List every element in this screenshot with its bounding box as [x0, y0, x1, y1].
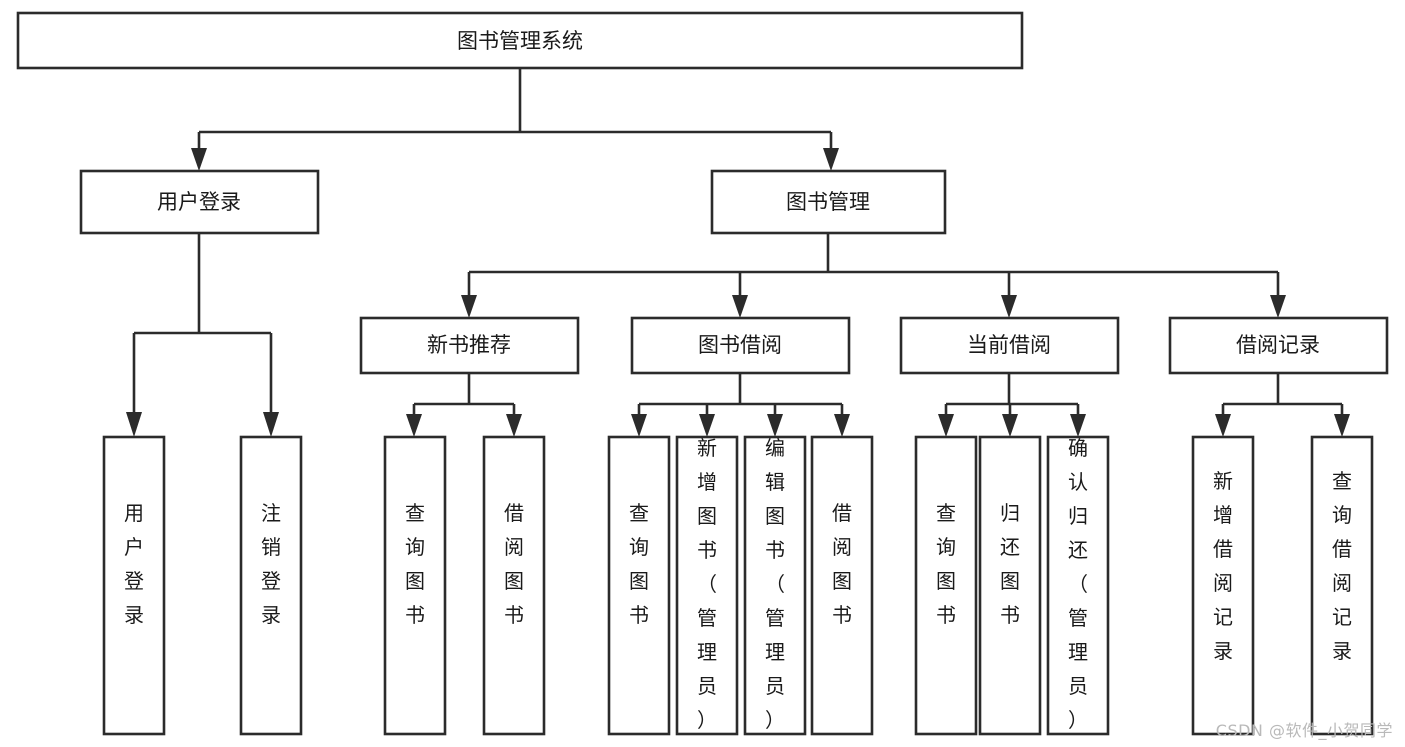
node-borrow-record-label: 借阅记录: [1236, 333, 1320, 357]
node-current-borrow-box: [899, 316, 1120, 375]
arrow-head-icon: [461, 295, 477, 318]
leaf-book-borrow-3[interactable]: 编辑图书（管理员）: [743, 435, 807, 736]
arrow-head-icon: [767, 414, 783, 437]
arrow-head-icon: [732, 295, 748, 318]
node-new-book-recommend[interactable]: 新书推荐: [359, 316, 580, 375]
leaf-book-borrow-4[interactable]: 借阅图书: [810, 435, 874, 736]
arrow-head-icon: [699, 414, 715, 437]
leaf-book-borrow-4-label: 借阅图书: [832, 501, 852, 627]
arrow-head-icon: [1334, 414, 1350, 437]
leaf-user-login-1[interactable]: 用户登录: [102, 435, 166, 736]
leaf-new-book-2[interactable]: 借阅图书: [482, 435, 546, 736]
arrow-head-icon: [506, 414, 522, 437]
arrow-head-icon: [1270, 295, 1286, 318]
leaf-new-book-2-label: 借阅图书: [504, 501, 524, 627]
arrow-head-icon: [1001, 295, 1017, 318]
arrow-head-icon: [823, 148, 839, 171]
node-new-book-recommend-box: [359, 316, 580, 375]
arrow-head-icon: [1070, 414, 1086, 437]
leaf-current-borrow-3-label: 确认归还（管理员）: [1068, 436, 1088, 732]
leaf-borrow-record-2[interactable]: 查询借阅记录: [1310, 435, 1374, 736]
arrow-head-icon: [631, 414, 647, 437]
leaf-user-login-2-label: 注销登录: [261, 501, 281, 627]
leaf-new-book-1-box: [383, 435, 447, 736]
leaf-borrow-record-1-label: 新增借阅记录: [1213, 469, 1233, 663]
leaf-borrow-record-2-box: [1310, 435, 1374, 736]
node-current-borrow-label: 当前借阅: [967, 333, 1051, 357]
leaf-user-login-2[interactable]: 注销登录: [239, 435, 303, 736]
leaf-borrow-record-1-box: [1191, 435, 1255, 736]
leaf-book-borrow-3-label: 编辑图书（管理员）: [765, 436, 785, 732]
leaf-current-borrow-3[interactable]: 确认归还（管理员）: [1046, 435, 1110, 736]
leaf-current-borrow-1-box: [914, 435, 978, 736]
connector-user-login-to-leaves: [126, 233, 279, 437]
connector-current-borrow-to-leaves: [938, 373, 1086, 437]
arrow-head-icon: [263, 412, 279, 437]
node-book-management-label: 图书管理: [786, 190, 870, 214]
leaf-new-book-2-box: [482, 435, 546, 736]
node-borrow-record[interactable]: 借阅记录: [1168, 316, 1389, 375]
node-book-borrow[interactable]: 图书借阅: [630, 316, 851, 375]
node-current-borrow[interactable]: 当前借阅: [899, 316, 1120, 375]
node-root-system-label: 图书管理系统: [457, 29, 583, 53]
connector-new-book-recommend-to-leaves: [406, 373, 522, 437]
leaf-book-borrow-1-box: [607, 435, 671, 736]
arrow-head-icon: [191, 148, 207, 171]
leaf-book-borrow-4-box: [810, 435, 874, 736]
connector-borrow-record-to-leaves: [1215, 373, 1350, 437]
leaf-new-book-1-label: 查询图书: [405, 501, 425, 627]
arrow-head-icon: [1215, 414, 1231, 437]
leaf-book-borrow-2-label: 新增图书（管理员）: [697, 436, 717, 732]
arrow-head-icon: [834, 414, 850, 437]
connector-book-borrow-to-leaves: [631, 373, 850, 437]
node-book-borrow-label: 图书借阅: [698, 333, 782, 357]
leaf-user-login-1-label: 用户登录: [124, 501, 144, 627]
arrow-head-icon: [406, 414, 422, 437]
leaf-book-borrow-3-box: [743, 435, 807, 736]
leaf-current-borrow-2-box: [978, 435, 1042, 736]
leaf-current-borrow-2[interactable]: 归还图书: [978, 435, 1042, 736]
leaf-new-book-1[interactable]: 查询图书: [383, 435, 447, 736]
arrow-head-icon: [126, 412, 142, 437]
leaf-book-borrow-2-box: [675, 435, 739, 736]
leaf-user-login-1-box: [102, 435, 166, 736]
arrow-head-icon: [1002, 414, 1018, 437]
leaf-book-borrow-1-label: 查询图书: [629, 501, 649, 627]
node-root-system[interactable]: 图书管理系统: [16, 11, 1024, 70]
node-user-login-box: [79, 169, 320, 235]
node-root-system-box: [16, 11, 1024, 70]
arrow-head-icon: [938, 414, 954, 437]
leaf-user-login-2-box: [239, 435, 303, 736]
leaf-current-borrow-1-label: 查询图书: [936, 501, 956, 627]
connector-book-management-to-level3: [461, 233, 1286, 318]
node-user-login-label: 用户登录: [157, 190, 241, 214]
leaf-borrow-record-1[interactable]: 新增借阅记录: [1191, 435, 1255, 736]
leaf-borrow-record-2-label: 查询借阅记录: [1332, 469, 1352, 663]
node-user-login[interactable]: 用户登录: [79, 169, 320, 235]
leaf-book-borrow-1[interactable]: 查询图书: [607, 435, 671, 736]
leaf-current-borrow-2-label: 归还图书: [1000, 501, 1020, 627]
leaf-book-borrow-2[interactable]: 新增图书（管理员）: [675, 435, 739, 736]
node-book-management[interactable]: 图书管理: [710, 169, 947, 235]
leaf-current-borrow-3-box: [1046, 435, 1110, 736]
leaf-current-borrow-1[interactable]: 查询图书: [914, 435, 978, 736]
node-new-book-recommend-label: 新书推荐: [427, 333, 511, 357]
connector-root-to-level2: [191, 68, 839, 171]
